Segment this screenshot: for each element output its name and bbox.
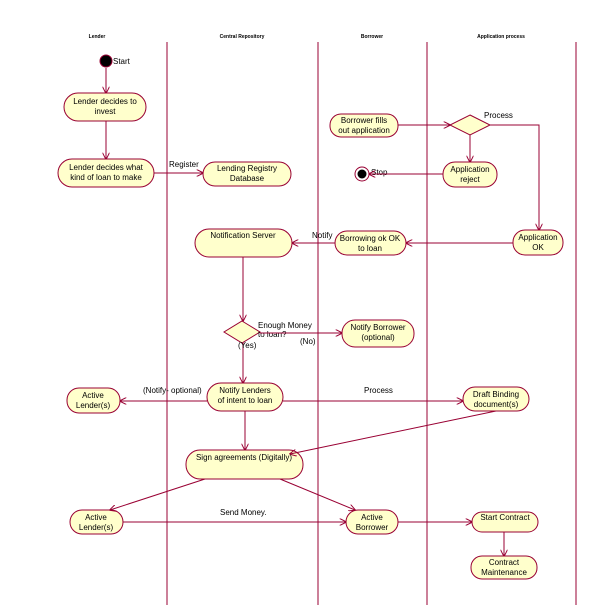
node-application-reject: Application reject bbox=[442, 161, 498, 188]
node-lender-decides-kind: Lender decides what kind of loan to make bbox=[57, 158, 155, 188]
svg-text:Lender decides what: Lender decides what bbox=[69, 163, 144, 172]
start-node: Start bbox=[99, 54, 131, 68]
node-lending-registry-database: Lending Registry Database bbox=[202, 161, 292, 187]
svg-text:Borrowing ok OK: Borrowing ok OK bbox=[340, 234, 401, 243]
node-application-ok: Application OK bbox=[512, 229, 564, 256]
lane-title-lender: Lender bbox=[89, 34, 106, 40]
edge-draft-to-sign bbox=[290, 410, 497, 454]
svg-text:document(s): document(s) bbox=[474, 400, 519, 409]
node-notification-server: Notification Server bbox=[194, 228, 293, 258]
node-draft-binding: Draft Binding document(s) bbox=[462, 386, 530, 412]
node-active-borrower: Active Borrower bbox=[345, 509, 399, 535]
svg-text:Contract: Contract bbox=[489, 558, 520, 567]
node-borrowing-ok: Borrowing ok OK to loan bbox=[334, 230, 407, 256]
edge-label-notify-optional: (Notify- optional) bbox=[143, 386, 202, 395]
svg-text:Application: Application bbox=[518, 233, 557, 242]
svg-text:Notification Server: Notification Server bbox=[210, 231, 276, 240]
svg-text:(optional): (optional) bbox=[361, 333, 395, 342]
svg-text:Lender(s): Lender(s) bbox=[76, 401, 111, 410]
lane-title-application-process: Application process bbox=[477, 34, 525, 40]
svg-text:reject: reject bbox=[460, 175, 480, 184]
svg-text:to loan?: to loan? bbox=[258, 330, 287, 339]
svg-text:Lending Registry: Lending Registry bbox=[217, 164, 277, 173]
edge-label-notify: Notify bbox=[312, 231, 332, 240]
edge-label-process: Process bbox=[484, 111, 513, 120]
svg-text:Active: Active bbox=[85, 513, 107, 522]
lane-title-borrower: Borrower bbox=[361, 34, 383, 40]
svg-text:Borrower fills: Borrower fills bbox=[341, 116, 387, 125]
edge-label-process-2: Process bbox=[364, 386, 393, 395]
svg-text:Sign agreements (Digitally): Sign agreements (Digitally) bbox=[196, 453, 292, 462]
edge-process-to-ok bbox=[490, 124, 539, 230]
node-active-lenders-2: Active Lender(s) bbox=[69, 509, 124, 535]
svg-text:Borrower: Borrower bbox=[356, 523, 389, 532]
svg-text:of intent to loan: of intent to loan bbox=[218, 396, 273, 405]
edge-sign-to-active-borrower bbox=[279, 478, 355, 510]
svg-text:Active: Active bbox=[82, 391, 104, 400]
svg-text:Start Contract: Start Contract bbox=[480, 513, 530, 522]
edge-sign-to-active-lenders bbox=[110, 478, 206, 510]
node-borrower-fills-application: Borrower fills out application bbox=[329, 113, 399, 138]
svg-text:invest: invest bbox=[95, 107, 117, 116]
svg-text:kind of loan to make: kind of loan to make bbox=[70, 173, 142, 182]
svg-text:Enough Money: Enough Money bbox=[258, 321, 312, 330]
svg-text:Active: Active bbox=[361, 513, 383, 522]
svg-text:out application: out application bbox=[338, 126, 390, 135]
edge-label-yes: (Yes) bbox=[238, 341, 257, 350]
lane-title-central-repository: Central Repository bbox=[220, 34, 265, 40]
svg-text:to loan: to loan bbox=[358, 244, 382, 253]
svg-text:Lender decides to: Lender decides to bbox=[73, 97, 137, 106]
node-sign-agreements: Sign agreements (Digitally) bbox=[185, 449, 304, 480]
node-notify-lenders: Notify Lenders of intent to loan bbox=[206, 382, 284, 412]
start-label: Start bbox=[113, 57, 131, 66]
svg-text:Notify Lenders: Notify Lenders bbox=[219, 386, 271, 395]
node-active-lenders-1: Active Lender(s) bbox=[66, 387, 121, 414]
svg-text:Notify Borrower: Notify Borrower bbox=[350, 323, 405, 332]
node-notify-borrower: Notify Borrower (optional) bbox=[341, 319, 415, 348]
edge-label-register: Register bbox=[169, 160, 199, 169]
svg-text:Maintenance: Maintenance bbox=[481, 568, 527, 577]
svg-text:Application: Application bbox=[450, 165, 489, 174]
edge-label-send-money: Send Money. bbox=[220, 508, 267, 517]
svg-text:Lender(s): Lender(s) bbox=[79, 523, 114, 532]
svg-text:OK: OK bbox=[532, 243, 544, 252]
node-contract-maintenance: Contract Maintenance bbox=[470, 555, 538, 580]
node-lender-decides-invest: Lender decides to invest bbox=[63, 92, 147, 122]
edge-label-no: (No) bbox=[300, 337, 316, 346]
node-enough-money-decision: Enough Money to loan? bbox=[223, 320, 312, 344]
svg-text:Database: Database bbox=[230, 174, 265, 183]
svg-text:Draft Binding: Draft Binding bbox=[473, 390, 519, 399]
node-start-contract: Start Contract bbox=[471, 511, 539, 533]
stop-label: Stop bbox=[371, 168, 388, 177]
